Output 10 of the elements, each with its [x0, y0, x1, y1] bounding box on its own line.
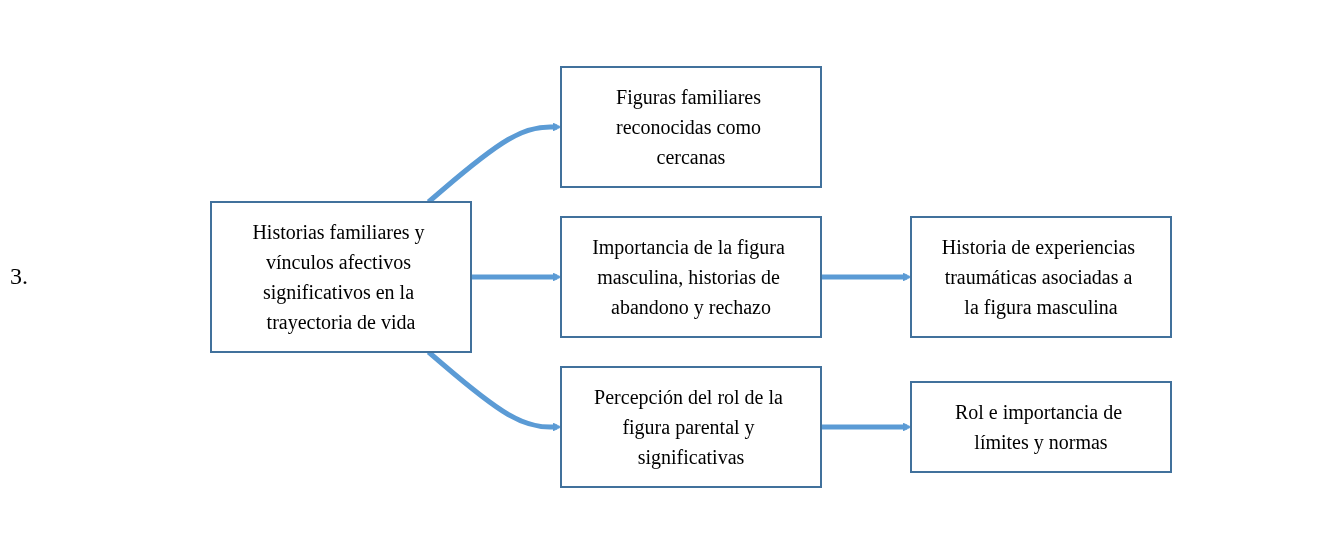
node-box: Importancia de la figura masculina, historias de abandono y rechazo — [560, 215, 822, 338]
arrow — [821, 422, 912, 431]
node-box: Figuras familiares reconocidas como cercanas — [560, 65, 822, 188]
arrow — [471, 272, 562, 281]
arrow — [821, 272, 912, 281]
node-box: Percepción del rol de la figura parental y significativas — [560, 365, 822, 488]
node-box: Rol e importancia de límites y normas — [910, 380, 1172, 473]
node-box: Historias familiares y vínculos afectivos significativos en la trayectoria de vida — [210, 200, 472, 353]
node-box: Historia de experiencias traumáticas asociadas a la figura masculina — [910, 215, 1172, 338]
item-number: 3. — [10, 263, 28, 290]
